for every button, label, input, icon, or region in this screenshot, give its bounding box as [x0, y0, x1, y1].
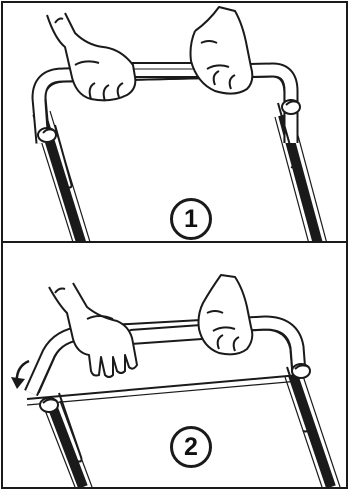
instruction-frame: 1 — [1, 1, 348, 489]
lower-handle-right — [275, 113, 330, 243]
left-hand — [47, 13, 135, 101]
left-hand — [49, 283, 137, 377]
lower-handle-left — [43, 401, 92, 487]
right-hand — [199, 275, 253, 354]
right-hand — [191, 7, 253, 94]
fold-arrow-icon — [11, 361, 29, 389]
step-number-badge: 1 — [170, 198, 212, 240]
lower-handle-right — [285, 373, 340, 487]
step-number-badge: 2 — [170, 426, 212, 468]
step-2-panel: 2 — [3, 243, 346, 487]
step-1-panel: 1 — [3, 3, 346, 243]
